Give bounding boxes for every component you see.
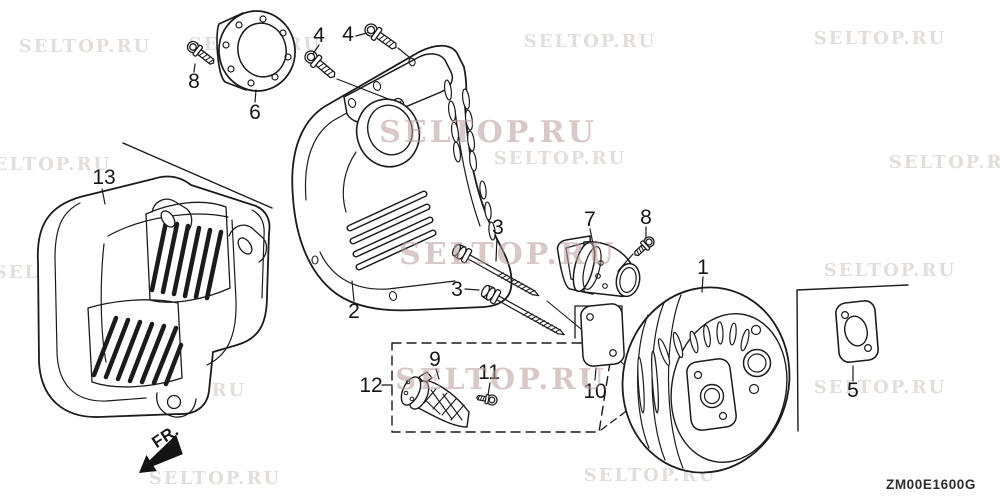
part-label-11: 11 bbox=[478, 361, 500, 384]
part-label-8b: 8 bbox=[640, 206, 652, 229]
muffler-rim-slots bbox=[637, 321, 750, 414]
site-watermarks: SELTOP.RU SELTOP.RU SELTOP.RU bbox=[379, 115, 617, 396]
kit-dashed-box bbox=[391, 342, 614, 433]
part-label-7: 7 bbox=[584, 208, 596, 231]
diagram-code: ZM00E1600G bbox=[886, 477, 976, 492]
part-label-13: 13 bbox=[92, 166, 115, 189]
part-label-4a: 4 bbox=[313, 24, 325, 47]
part-8-flange-bolt-b bbox=[634, 236, 655, 257]
faint-watermark-text: SELTOP.RU bbox=[0, 154, 111, 175]
watermark-text: SELTOP.RU bbox=[379, 115, 597, 150]
faint-watermark-text: SELTOP.RU bbox=[494, 148, 626, 169]
leader-lines bbox=[101, 32, 854, 396]
part-4-flange-bolt-b bbox=[364, 23, 397, 50]
watermark-text: SELTOP.RU bbox=[399, 237, 617, 272]
watermark-text: SELTOP.RU bbox=[395, 362, 606, 396]
cover-bottom-slots bbox=[346, 190, 437, 271]
part-4-flange-bolt-a bbox=[304, 50, 336, 79]
part-8-flange-bolt-a bbox=[186, 40, 215, 65]
part-2-protector-cover bbox=[291, 44, 513, 312]
part-label-9: 9 bbox=[429, 348, 441, 371]
part-label-2: 2 bbox=[348, 300, 360, 323]
part-3-long-bolt-a bbox=[451, 243, 540, 297]
part-callouts: 1 2 3 3 4 4 5 6 7 8 8 9 10 11 12 13 bbox=[92, 23, 859, 403]
faint-watermark-text: SELTOP.RU bbox=[824, 260, 956, 281]
part-13-muffler-protector bbox=[36, 175, 271, 418]
gasket-bracket-line bbox=[796, 284, 909, 432]
faint-watermark-text: SELTOP.RU bbox=[814, 28, 946, 49]
part-label-6: 6 bbox=[249, 101, 261, 124]
part-label-10: 10 bbox=[583, 380, 606, 403]
faint-watermark-text: SELTOP.RU bbox=[524, 31, 656, 52]
part-label-5: 5 bbox=[847, 379, 859, 402]
faint-watermark-text: SELTOP.RU bbox=[149, 468, 281, 489]
part-6-exhaust-flange bbox=[216, 10, 296, 92]
part-label-1: 1 bbox=[697, 256, 709, 279]
part-label-3a: 3 bbox=[492, 216, 504, 239]
part-1-muffler bbox=[621, 286, 791, 474]
part-3-long-bolt-b bbox=[480, 284, 565, 336]
part-label-8a: 8 bbox=[188, 70, 200, 93]
part-5-exhaust-gasket bbox=[835, 300, 879, 363]
faint-watermark-text: SELTOP.RU bbox=[814, 377, 946, 398]
upper-vent-slats bbox=[149, 219, 224, 301]
part-9-spark-arrester bbox=[400, 371, 470, 428]
part-label-3b: 3 bbox=[451, 278, 463, 301]
flange-bolt-holes bbox=[222, 15, 292, 87]
lower-vent-slats bbox=[91, 315, 184, 387]
part-10-arrester-plate bbox=[580, 303, 625, 367]
faint-watermark-text: SELTOP.RU bbox=[19, 36, 151, 57]
fr-arrow-icon bbox=[139, 434, 183, 473]
faint-watermark-text: SELTOP.RU bbox=[889, 152, 1000, 173]
kit-dashed-connector bbox=[600, 408, 630, 431]
part-label-12: 12 bbox=[359, 374, 382, 397]
cover-vent-slots bbox=[443, 79, 496, 241]
part-label-4b: 4 bbox=[342, 23, 354, 46]
part-7-exhaust-deflector bbox=[556, 235, 641, 298]
